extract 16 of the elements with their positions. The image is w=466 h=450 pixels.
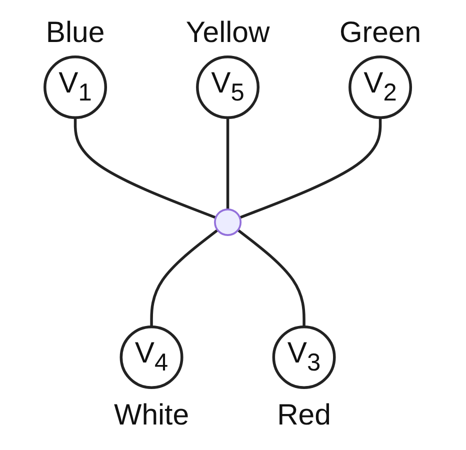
connector: [150, 229, 218, 327]
vertex-color-label: White: [114, 398, 190, 432]
node-circle: V$_{2}$: [348, 56, 412, 120]
connector: [237, 229, 306, 327]
vertex-color-label: Blue: [46, 16, 105, 50]
node-circle: V$_{3}$: [272, 325, 336, 389]
vertex-color-label: Red: [277, 398, 331, 432]
connector: [74, 118, 216, 219]
connector: [239, 118, 382, 219]
node-circle: V$_{4}$: [120, 325, 184, 389]
node-circle: V$_{1}$: [44, 56, 108, 120]
node-circle: V$_{5}$: [196, 56, 260, 120]
connector: [226, 118, 230, 210]
node-point: [214, 208, 242, 236]
vertex-color-label: Yellow: [186, 16, 270, 50]
vertex-color-label: Green: [339, 16, 422, 50]
